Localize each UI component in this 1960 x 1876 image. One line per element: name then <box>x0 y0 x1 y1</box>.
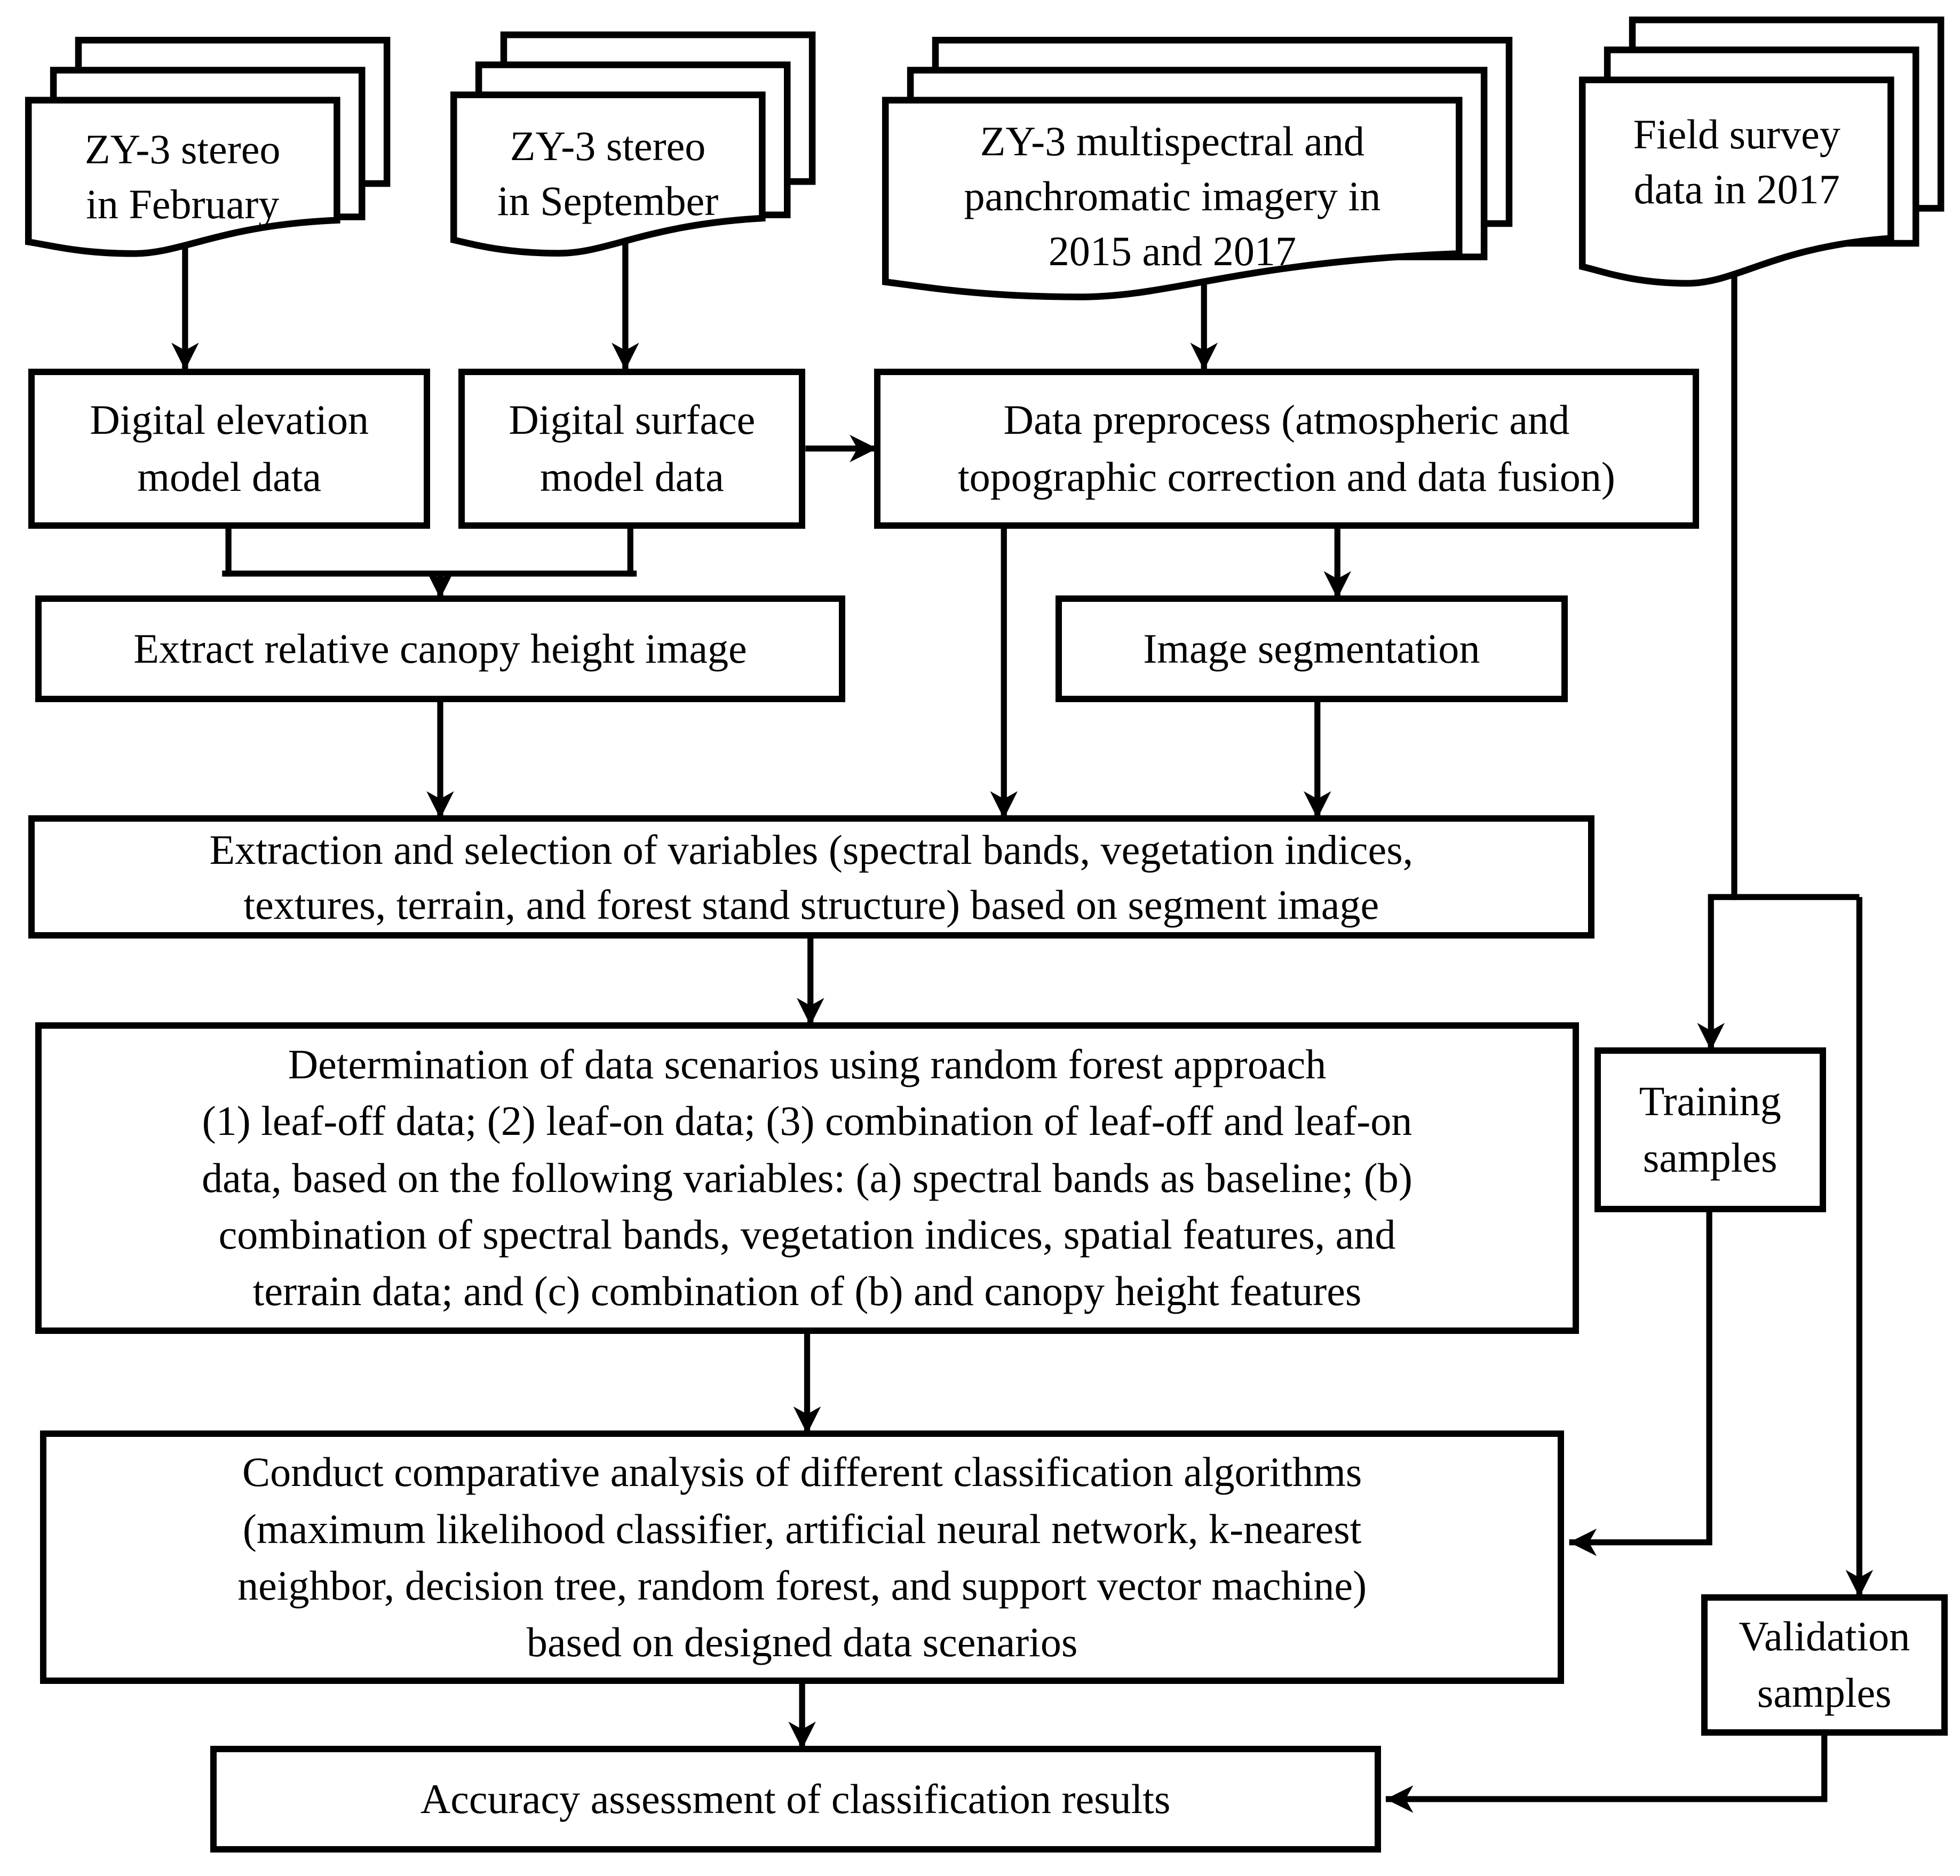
node-label: ZY-3 multispectral and panchromatic imag… <box>964 117 1381 274</box>
node-digital-elevation-model: Digital elevation model data <box>28 368 431 529</box>
edge-rail-to-training <box>1697 894 1860 1051</box>
node-field-survey-data: Field survey data in 2017 <box>1579 17 1945 300</box>
node-label: Extract relative canopy height image <box>133 625 747 672</box>
node-label: Extraction and selection of variables (s… <box>209 826 1414 928</box>
node-label: Field survey data in 2017 <box>1633 111 1840 213</box>
node-zy3-stereo-february: ZY-3 stereo in February <box>25 36 391 271</box>
node-accuracy-assessment: Accuracy assessment of classification re… <box>210 1745 1381 1853</box>
node-label: Validation samples <box>1739 1613 1910 1716</box>
document-stack-icon <box>25 36 391 257</box>
node-label: Conduct comparative analysis of differen… <box>237 1449 1367 1665</box>
node-classification-algorithms: Conduct comparative analysis of differen… <box>40 1430 1565 1684</box>
edge-training-to-classifiers <box>1569 1210 1712 1556</box>
node-label: ZY-3 stereo in February <box>84 126 281 228</box>
node-variable-extraction-selection: Extraction and selection of variables (s… <box>28 815 1594 939</box>
node-label: Data preprocess (atmospheric and topogra… <box>957 396 1615 500</box>
edge-validation-to-accuracy <box>1385 1734 1828 1813</box>
document-stack-icon <box>1579 17 1945 287</box>
node-label: ZY-3 stereo in September <box>497 122 719 224</box>
node-zy3-stereo-september: ZY-3 stereo in September <box>450 31 816 270</box>
node-data-preprocess: Data preprocess (atmospheric and topogra… <box>874 368 1700 529</box>
node-label: Image segmentation <box>1143 625 1480 672</box>
node-label: Digital surface model data <box>509 396 756 500</box>
node-label: Training samples <box>1639 1077 1781 1181</box>
document-stack-icon <box>882 36 1513 300</box>
node-label: Digital elevation model data <box>90 396 369 500</box>
node-digital-surface-model: Digital surface model data <box>458 368 806 529</box>
node-label: Determination of data scenarios using ra… <box>202 1041 1413 1315</box>
document-stack-icon <box>450 31 816 257</box>
node-extract-canopy-height: Extract relative canopy height image <box>35 595 846 702</box>
node-label: Accuracy assessment of classification re… <box>420 1775 1171 1822</box>
node-training-samples: Training samples <box>1594 1047 1826 1212</box>
node-image-segmentation: Image segmentation <box>1056 595 1568 702</box>
node-zy3-multispectral-panchromatic: ZY-3 multispectral and panchromatic imag… <box>882 36 1513 314</box>
node-data-scenarios-random-forest: Determination of data scenarios using ra… <box>35 1022 1580 1334</box>
node-validation-samples: Validation samples <box>1701 1594 1948 1736</box>
